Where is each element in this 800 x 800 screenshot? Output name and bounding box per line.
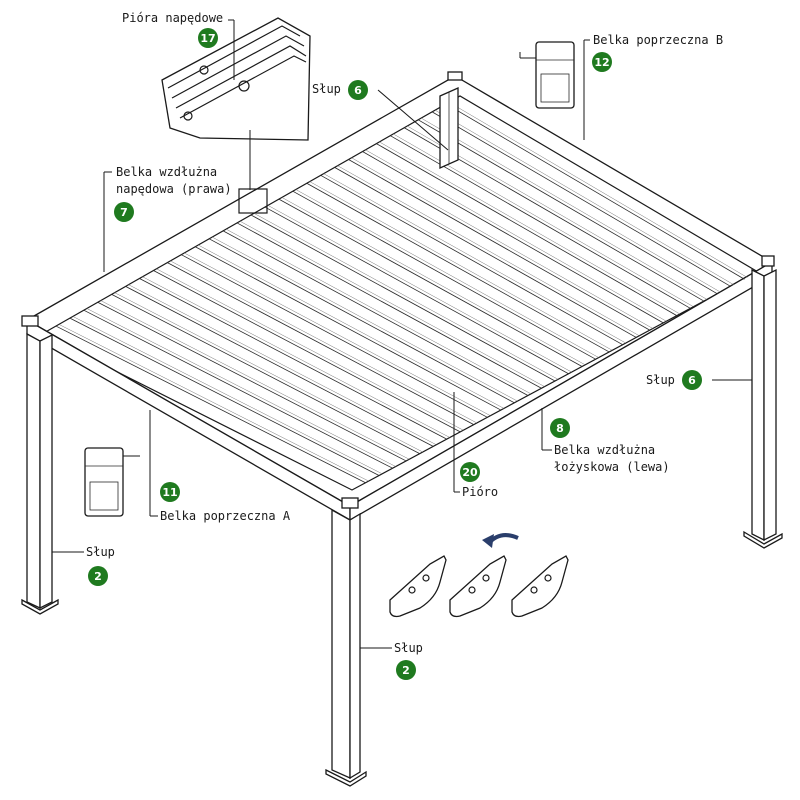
posts xyxy=(21,86,783,787)
slat-edge-line xyxy=(253,213,559,380)
slat-edge-line xyxy=(184,252,491,416)
slat-line xyxy=(111,293,420,455)
label-piora-napedowe: Pióra napędowe xyxy=(122,11,223,25)
slat-edge-line xyxy=(142,276,450,438)
svg-text:7: 7 xyxy=(120,206,128,219)
badge-20: 20 xyxy=(460,462,480,482)
slat-line xyxy=(376,143,677,316)
svg-text:2: 2 xyxy=(402,664,410,677)
slat-edge-line xyxy=(239,221,545,387)
bracket-detail-a xyxy=(84,447,140,517)
badge-6-top: 6 xyxy=(348,80,368,100)
slat-edge-line xyxy=(58,324,369,482)
slat-line xyxy=(181,254,488,418)
svg-text:11: 11 xyxy=(162,486,177,499)
slat-line xyxy=(292,190,596,360)
slat-line xyxy=(55,325,366,484)
slat-edge-line xyxy=(295,189,599,358)
slat-edge-line xyxy=(212,236,518,402)
slat-line xyxy=(306,182,610,353)
slat-line xyxy=(250,214,556,382)
svg-text:2: 2 xyxy=(94,570,102,583)
slat-edge-line xyxy=(365,149,667,322)
slat-line xyxy=(195,246,502,411)
slat-line xyxy=(362,151,664,324)
slat-edge-line xyxy=(72,316,383,474)
label-slup-right: Słup xyxy=(646,373,675,387)
slat-line xyxy=(334,167,637,338)
bracket-detail-b xyxy=(519,41,575,109)
slat-edge-line xyxy=(267,205,572,373)
slat-edge-line xyxy=(198,244,504,409)
slat-line xyxy=(348,159,650,331)
label-belka-poprzeczna-a: Belka poprzeczna A xyxy=(160,509,291,523)
svg-text:12: 12 xyxy=(594,56,609,69)
drive-slats-detail xyxy=(161,17,311,190)
badge-11: 11 xyxy=(160,482,180,502)
slat-edge-line xyxy=(281,197,586,365)
slat-edge-line xyxy=(128,284,437,445)
svg-text:17: 17 xyxy=(200,32,215,45)
slat-edge-line xyxy=(114,292,423,453)
slat-edge-line xyxy=(448,102,748,278)
slat-edge-line xyxy=(323,173,626,344)
slat-line xyxy=(97,301,407,462)
roof-frame xyxy=(25,75,774,522)
label-belka-wzdluzna-napedowa-1: Belka wzdłużna xyxy=(116,165,217,179)
slat-line xyxy=(209,238,515,404)
badge-2-left: 2 xyxy=(88,566,108,586)
slat-line xyxy=(431,111,732,287)
svg-text:8: 8 xyxy=(556,422,564,435)
label-slup-center: Słup xyxy=(394,641,423,655)
label-pioro: Pióro xyxy=(462,485,498,499)
slat-edge-line xyxy=(379,141,680,315)
slat-line xyxy=(139,278,447,440)
slat-edge-line xyxy=(309,181,613,351)
slat-edge-line xyxy=(421,117,721,293)
label-belka-wzdluzna-lozyskowa-2: łożyskowa (lewa) xyxy=(554,460,670,474)
label-belka-wzdluzna-lozyskowa-1: Belka wzdłużna xyxy=(554,443,655,457)
leader-lines xyxy=(52,39,752,649)
slat-rotation-sequence xyxy=(389,533,569,618)
slat-edge-line xyxy=(226,228,532,395)
label-belka-poprzeczna-b: Belka poprzeczna B xyxy=(593,33,723,47)
slat-line xyxy=(236,222,542,389)
label-slup-top: Słup xyxy=(312,82,341,96)
slat-line xyxy=(125,286,434,447)
badge-7: 7 xyxy=(114,202,134,222)
slat-edge-line xyxy=(86,308,396,467)
slat-line xyxy=(417,119,718,295)
slat-line xyxy=(153,270,461,433)
slat-line xyxy=(167,262,474,425)
slat-edge-line xyxy=(156,268,464,431)
roof-slats xyxy=(55,102,748,484)
slat-edge-line xyxy=(100,300,410,460)
badge-12: 12 xyxy=(592,52,612,72)
badge-17: 17 xyxy=(198,28,218,48)
slat-edge-line xyxy=(435,109,735,286)
slat-line xyxy=(83,309,393,469)
badge-8: 8 xyxy=(550,418,570,438)
svg-text:20: 20 xyxy=(462,466,478,479)
svg-text:6: 6 xyxy=(354,84,362,97)
detail-marker xyxy=(238,188,268,214)
slat-edge-line xyxy=(170,260,477,424)
label-belka-wzdluzna-napedowa-2: napędowa (prawa) xyxy=(116,182,232,196)
slat-line xyxy=(222,230,529,396)
slat-line xyxy=(278,198,583,367)
slat-line xyxy=(69,317,380,476)
slat-line xyxy=(320,174,623,346)
slat-line xyxy=(445,103,745,280)
slat-edge-line xyxy=(337,165,640,336)
slat-edge-line xyxy=(351,157,653,329)
slat-line xyxy=(264,206,569,375)
badge-2-center: 2 xyxy=(396,660,416,680)
badge-6-right: 6 xyxy=(682,370,702,390)
corner-caps xyxy=(21,71,775,509)
label-slup-left: Słup xyxy=(86,545,115,559)
svg-text:6: 6 xyxy=(688,374,696,387)
